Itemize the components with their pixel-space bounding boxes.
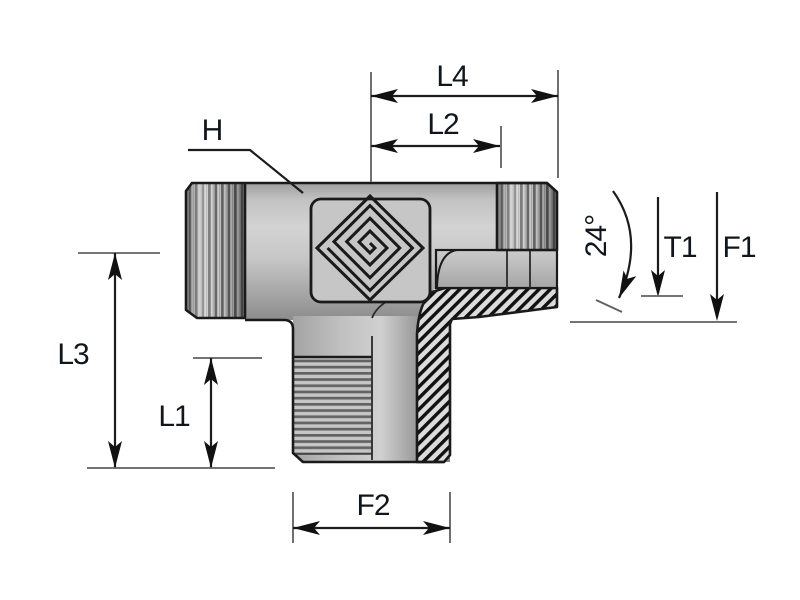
dimension-t1 [641,197,683,297]
dimension-l4 [370,70,559,182]
right-port-recess [434,248,559,290]
left-port-thread [184,181,247,320]
dimension-label-t1: T1 [663,231,697,264]
dimension-label-f2: F2 [356,489,390,522]
logo-spiral [326,203,415,293]
dimension-f1 [710,192,724,321]
dimension-label-l2: L2 [427,108,459,141]
leader-h [188,148,304,194]
dimension-label-l3: L3 [57,338,89,371]
dimension-l3 [78,252,160,468]
section-hatch [415,286,559,464]
logo-diamond [314,193,426,303]
dimension-label-f1: F1 [722,231,756,264]
dimension-l2 [371,126,502,168]
brand-logo [309,193,432,304]
bottom-port-thread [294,355,372,455]
dimension-label-l1: L1 [158,400,190,433]
dimension-l1 [193,357,262,468]
dimension-label-cone-angle: 24° [580,214,613,258]
dimension-cone-angle [595,190,637,313]
body-outline-bottom [245,318,444,464]
fitting-body [184,181,559,464]
dimension-annotations [78,70,737,543]
right-port-thread [495,181,559,252]
dimension-f2 [292,492,451,543]
dimension-label-l4: L4 [436,60,468,93]
dimension-label-h: H [201,114,224,147]
